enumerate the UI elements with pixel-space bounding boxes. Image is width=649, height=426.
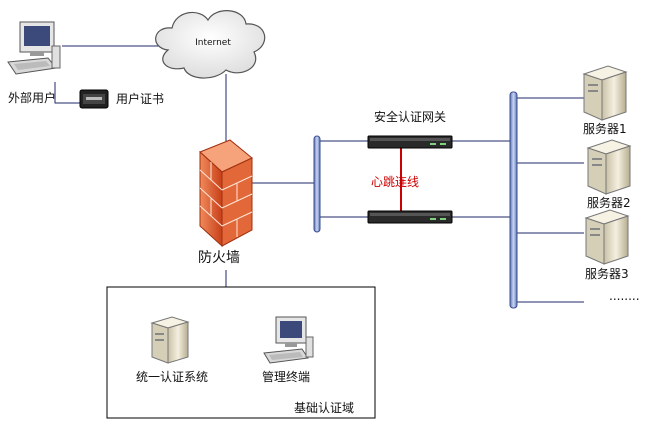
gateway-label: 安全认证网关 [374,109,446,124]
server-icon [150,316,190,364]
router-icon [367,135,453,224]
heartbeat-label: 心跳连线 [371,174,419,189]
server-icon [582,65,628,121]
server1-label: 服务器1 [583,121,627,136]
connections [54,45,584,303]
server2-label: 服务器2 [587,195,631,210]
external-user-label: 外部用户 [8,90,56,105]
computer-icon [7,21,61,75]
server-icon [586,139,632,195]
link-user-cert [54,82,80,104]
user-cert-label: 用户证书 [116,91,164,106]
gateway-top [367,135,453,149]
server-icon [584,209,630,265]
card-icon [79,89,109,109]
firewall-label: 防火墙 [198,250,240,266]
domain-box [106,286,376,419]
right-bus [509,91,518,309]
domain-label: 基础认证域 [294,401,354,415]
gateway-bottom [367,210,453,224]
auth-system-label: 统一认证系统 [136,370,208,384]
more-servers-label: ........ [609,289,640,303]
server3-label: 服务器3 [585,266,629,281]
mgmt-terminal-label: 管理终端 [262,369,310,384]
computer-icon [263,316,314,364]
cloud-icon [155,10,266,79]
firewall-icon [199,139,253,248]
internet-label: Internet [195,38,231,48]
left-bus [313,135,321,233]
